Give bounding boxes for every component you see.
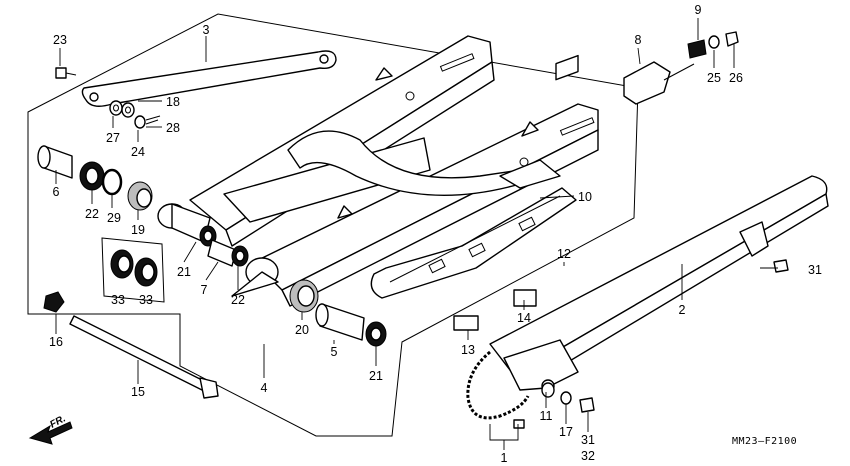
- callout-3: 3: [203, 23, 210, 37]
- chain-case-bolts: [541, 259, 789, 413]
- swingarm-frame: [157, 35, 599, 307]
- chain-adjuster: [623, 31, 739, 105]
- drive-chain: [466, 350, 530, 420]
- callout-23: 22: [231, 293, 245, 307]
- callout-8: 8: [635, 33, 642, 47]
- pivot-nut-16: [43, 291, 65, 313]
- front-direction-arrow-icon: [28, 421, 73, 445]
- callout-26: 25: [707, 71, 721, 85]
- callout-7: 7: [201, 283, 208, 297]
- callout-10: 10: [578, 190, 592, 204]
- callout-20: 20: [295, 323, 309, 337]
- chain-slider: [370, 187, 577, 299]
- callout-5: 5: [331, 345, 338, 359]
- callout-32: 32: [581, 449, 595, 463]
- callout-17: 17: [559, 425, 573, 439]
- leader-lines: [55, 18, 778, 450]
- dust-seal-21-right: [365, 321, 387, 347]
- callout-12: 12: [557, 247, 571, 261]
- callout-31-upper: 31: [808, 263, 822, 277]
- callout-14: 14: [517, 311, 531, 325]
- callout-2: 2: [679, 303, 686, 317]
- pivot-collar-6: [37, 145, 73, 179]
- snap-ring-30: [101, 168, 123, 196]
- needle-bearing-20: [289, 279, 319, 313]
- pivot-bolt-15: [69, 315, 219, 399]
- bearing-19: [127, 181, 153, 211]
- bolt-24: [55, 67, 77, 79]
- callout-25: 24: [131, 145, 145, 159]
- washer-28: [109, 100, 123, 116]
- callout-18: 18: [166, 95, 180, 109]
- chain-case: [489, 175, 829, 393]
- callout-24: 23: [53, 33, 67, 47]
- collar-23: [231, 245, 249, 267]
- callout-11: 11: [540, 409, 553, 423]
- callout-33-left: 33: [111, 293, 125, 307]
- callout-16: 16: [49, 335, 63, 349]
- label-13: [453, 315, 479, 331]
- callout-21-bottom: 21: [369, 369, 383, 383]
- assembly-boundary-outline: [27, 13, 639, 437]
- callout-22: 22: [85, 207, 99, 221]
- callouts: 3 23 18 28 27 24 6 22 29 19 21 7 22 33 3…: [49, 3, 822, 465]
- callout-19: 19: [131, 223, 145, 237]
- callout-30: 29: [107, 211, 121, 225]
- stay-rod: [81, 50, 337, 107]
- callout-28: 27: [106, 131, 120, 145]
- drawing-code: MM23–F2100: [732, 436, 797, 447]
- callout-27: 26: [729, 71, 743, 85]
- oil-seal-22: [79, 161, 105, 191]
- callout-1: 1: [501, 451, 508, 465]
- callout-15: 15: [131, 385, 145, 399]
- callout-9: 9: [695, 3, 702, 17]
- nut-18: [121, 102, 135, 118]
- callout-13: 13: [461, 343, 475, 357]
- callout-21-upper: 21: [177, 265, 191, 279]
- label-32: [513, 419, 525, 429]
- callout-33-right: 33: [139, 293, 153, 307]
- callout-4: 4: [261, 381, 268, 395]
- label-14: [513, 289, 537, 307]
- callout-29: 28: [166, 121, 180, 135]
- distance-collar-5: [315, 303, 365, 341]
- label-12: [555, 54, 579, 81]
- bearing-pair-33: [101, 237, 165, 303]
- callout-31-lower: 31: [581, 433, 595, 447]
- pivot-collar-7: [207, 239, 237, 267]
- callout-6: 6: [53, 185, 60, 199]
- cotter-pin-25-29: [134, 115, 161, 129]
